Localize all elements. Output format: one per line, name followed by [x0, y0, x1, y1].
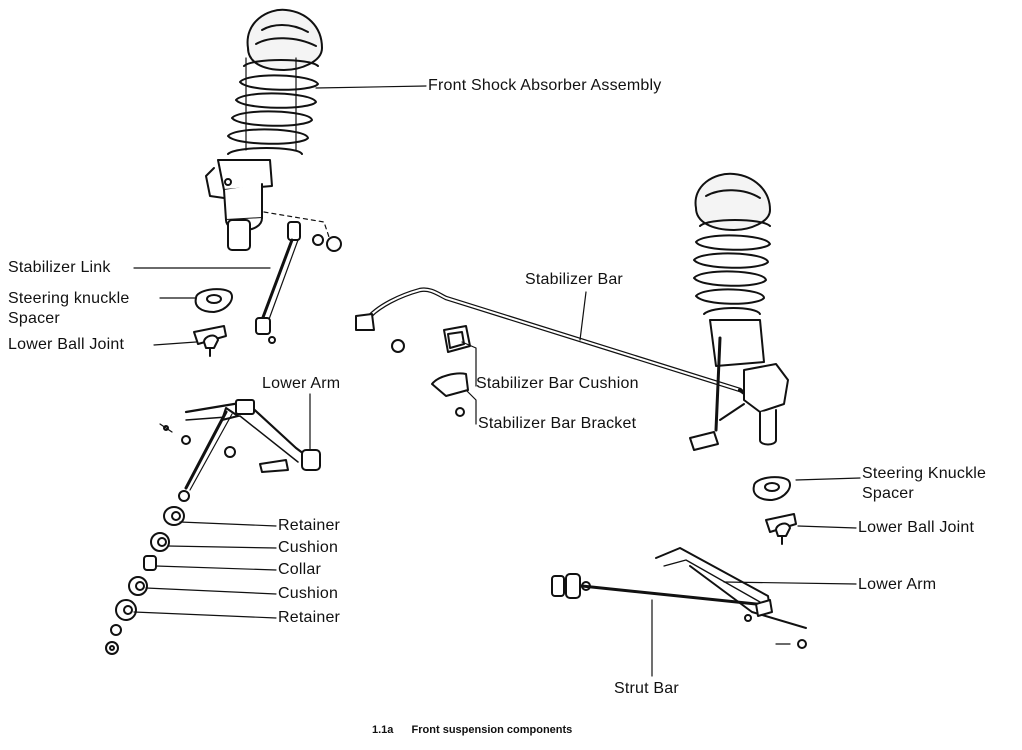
- label-steering-knuckle-left: Steering knuckle: [8, 290, 130, 307]
- lower-arm-left: [159, 399, 321, 491]
- bushing-stack: [105, 490, 190, 655]
- strut-bar: [551, 573, 758, 606]
- lower-arm-right: [655, 547, 807, 649]
- stabilizer-bar-cushion: [443, 325, 471, 353]
- label-stabilizer-bar-cushion: Stabilizer Bar Cushion: [476, 375, 639, 392]
- label-stabilizer-bar: Stabilizer Bar: [525, 271, 623, 288]
- label-lower-arm-left: Lower Arm: [262, 375, 341, 392]
- label-cushion-2: Cushion: [278, 585, 339, 602]
- steering-knuckle-spacer-right: [752, 476, 791, 501]
- stabilizer-bar-bracket: [431, 372, 469, 417]
- caption-text: Front suspension components: [411, 724, 573, 736]
- label-cushion-1: Cushion: [278, 539, 339, 556]
- label-lower-ball-joint-right: Lower Ball Joint: [858, 519, 975, 536]
- label-lower-arm-right: Lower Arm: [858, 576, 937, 593]
- lower-ball-joint-left: [193, 325, 227, 357]
- label-collar: Collar: [278, 561, 321, 578]
- label-front-shock-absorber: Front Shock Absorber Assembly: [428, 77, 662, 94]
- label-retainer-2: Retainer: [278, 609, 341, 626]
- figure-caption: 1.1a Front suspension components: [372, 724, 572, 736]
- label-retainer-1: Retainer: [278, 517, 341, 534]
- stabilizer-link: [255, 221, 342, 344]
- steering-knuckle-spacer-left: [194, 288, 233, 313]
- lower-ball-joint-right: [765, 513, 797, 545]
- front-shock-absorber-right: [689, 172, 789, 451]
- label-stabilizer-bar-bracket: Stabilizer Bar Bracket: [478, 415, 637, 432]
- label-lower-ball-joint-left: Lower Ball Joint: [8, 336, 125, 353]
- label-steering-knuckle-right: Steering Knuckle: [862, 465, 987, 482]
- label-spacer-right: Spacer: [862, 485, 914, 502]
- label-stabilizer-link: Stabilizer Link: [8, 259, 111, 276]
- label-spacer-left: Spacer: [8, 310, 60, 327]
- front-shock-absorber-left: [205, 8, 331, 251]
- label-strut-bar: Strut Bar: [614, 680, 679, 697]
- leader-lines: [133, 85, 861, 677]
- caption-number: 1.1a: [372, 724, 394, 736]
